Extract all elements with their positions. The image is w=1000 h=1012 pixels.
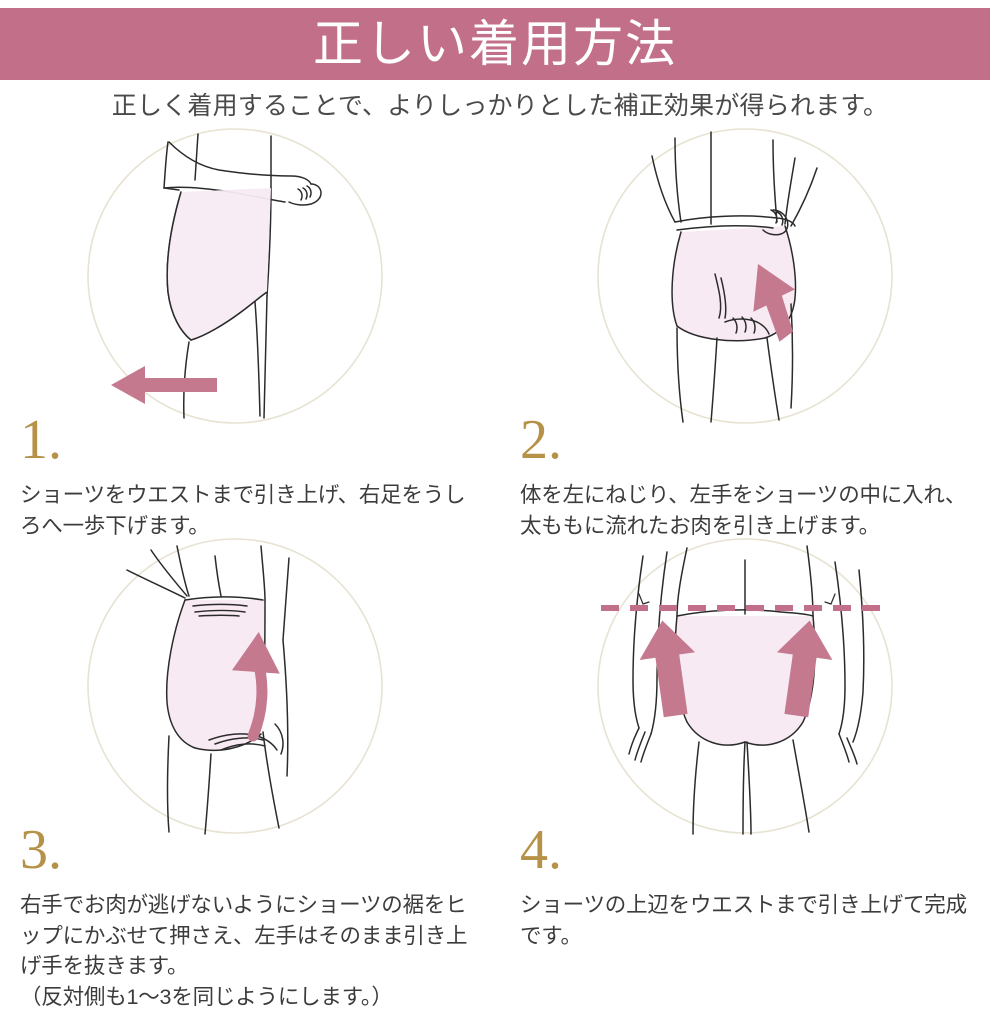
step-number-1: 1. [20,409,62,471]
step-number-4: 4. [520,819,562,881]
step-heading-3: 3. [0,822,500,890]
illustration-step-1 [87,128,383,424]
step-description-3-main: 右手でお肉が逃げないようにショーツの裾をヒップにかぶせて押さえ、左手はそのまま引… [20,893,468,979]
step-card-4: 4. ショーツの上辺をウエストまで引き上げて完成です。 [500,536,1000,951]
garment-shape [672,226,795,341]
step-card-3: 3. 右手でお肉が逃げないようにショーツの裾をヒップにかぶせて押さえ、左手はその… [0,536,500,1012]
illustration-step-4 [597,538,893,835]
illustration-wrap-2 [500,126,1000,426]
illustration-step-2 [597,128,893,424]
page-title: 正しい着用方法 [313,16,677,72]
step-number-2: 2. [520,409,562,471]
header-band: 正しい着用方法 [0,8,990,80]
step-note-3: （反対側も1〜3を同じようにします。） [20,984,393,1009]
garment-edge [166,191,192,341]
step-description-3: 右手でお肉が逃げないようにショーツの裾をヒップにかぶせて押さえ、左手はそのまま引… [20,890,482,1012]
tick-marks [638,593,836,605]
illustration-wrap-3 [0,536,500,836]
arrow-diagonal-lift [753,263,795,342]
step-heading-4: 4. [500,822,1000,890]
steps-grid: 1. ショーツをウエストまで引き上げ、右足をうしろへ一歩下げます。 [0,126,1000,1009]
step-description-1: ショーツをウエストまで引き上げ、右足をうしろへ一歩下げます。 [20,483,466,538]
step-card-1: 1. ショーツをウエストまで引き上げ、右足をうしろへ一歩下げます。 [0,126,500,541]
illustration-step-3 [87,538,383,835]
arrow-up-left [639,620,696,718]
illustration-wrap-4 [500,536,1000,836]
garment-shape [166,600,265,751]
step-card-2: 2. 体を左にねじり、左手をショーツの中に入れ、太ももに流れたお肉を引き上げます… [500,126,1000,541]
subtitle-text: 正しく着用することで、よりしっかりとした補正効果が得られます。 [111,92,889,120]
body-outline [651,131,818,423]
garment-hem [190,291,268,341]
step-heading-1: 1. [0,412,500,480]
arrow-left-step-back [111,366,217,404]
garment-shape [167,188,271,340]
arrow-up-right [776,620,833,718]
step-heading-2: 2. [500,412,1000,480]
illustration-wrap-1 [0,126,500,426]
body-outline [126,545,290,835]
garment-shape [675,616,815,746]
arrow-curved-lift [231,632,280,742]
step-description-4: ショーツの上辺をウエストまで引き上げて完成です。 [520,893,967,948]
step-number-3: 3. [20,819,62,881]
step-description-2: 体を左にねじり、左手をショーツの中に入れ、太ももに流れたお肉を引き上げます。 [520,483,967,538]
